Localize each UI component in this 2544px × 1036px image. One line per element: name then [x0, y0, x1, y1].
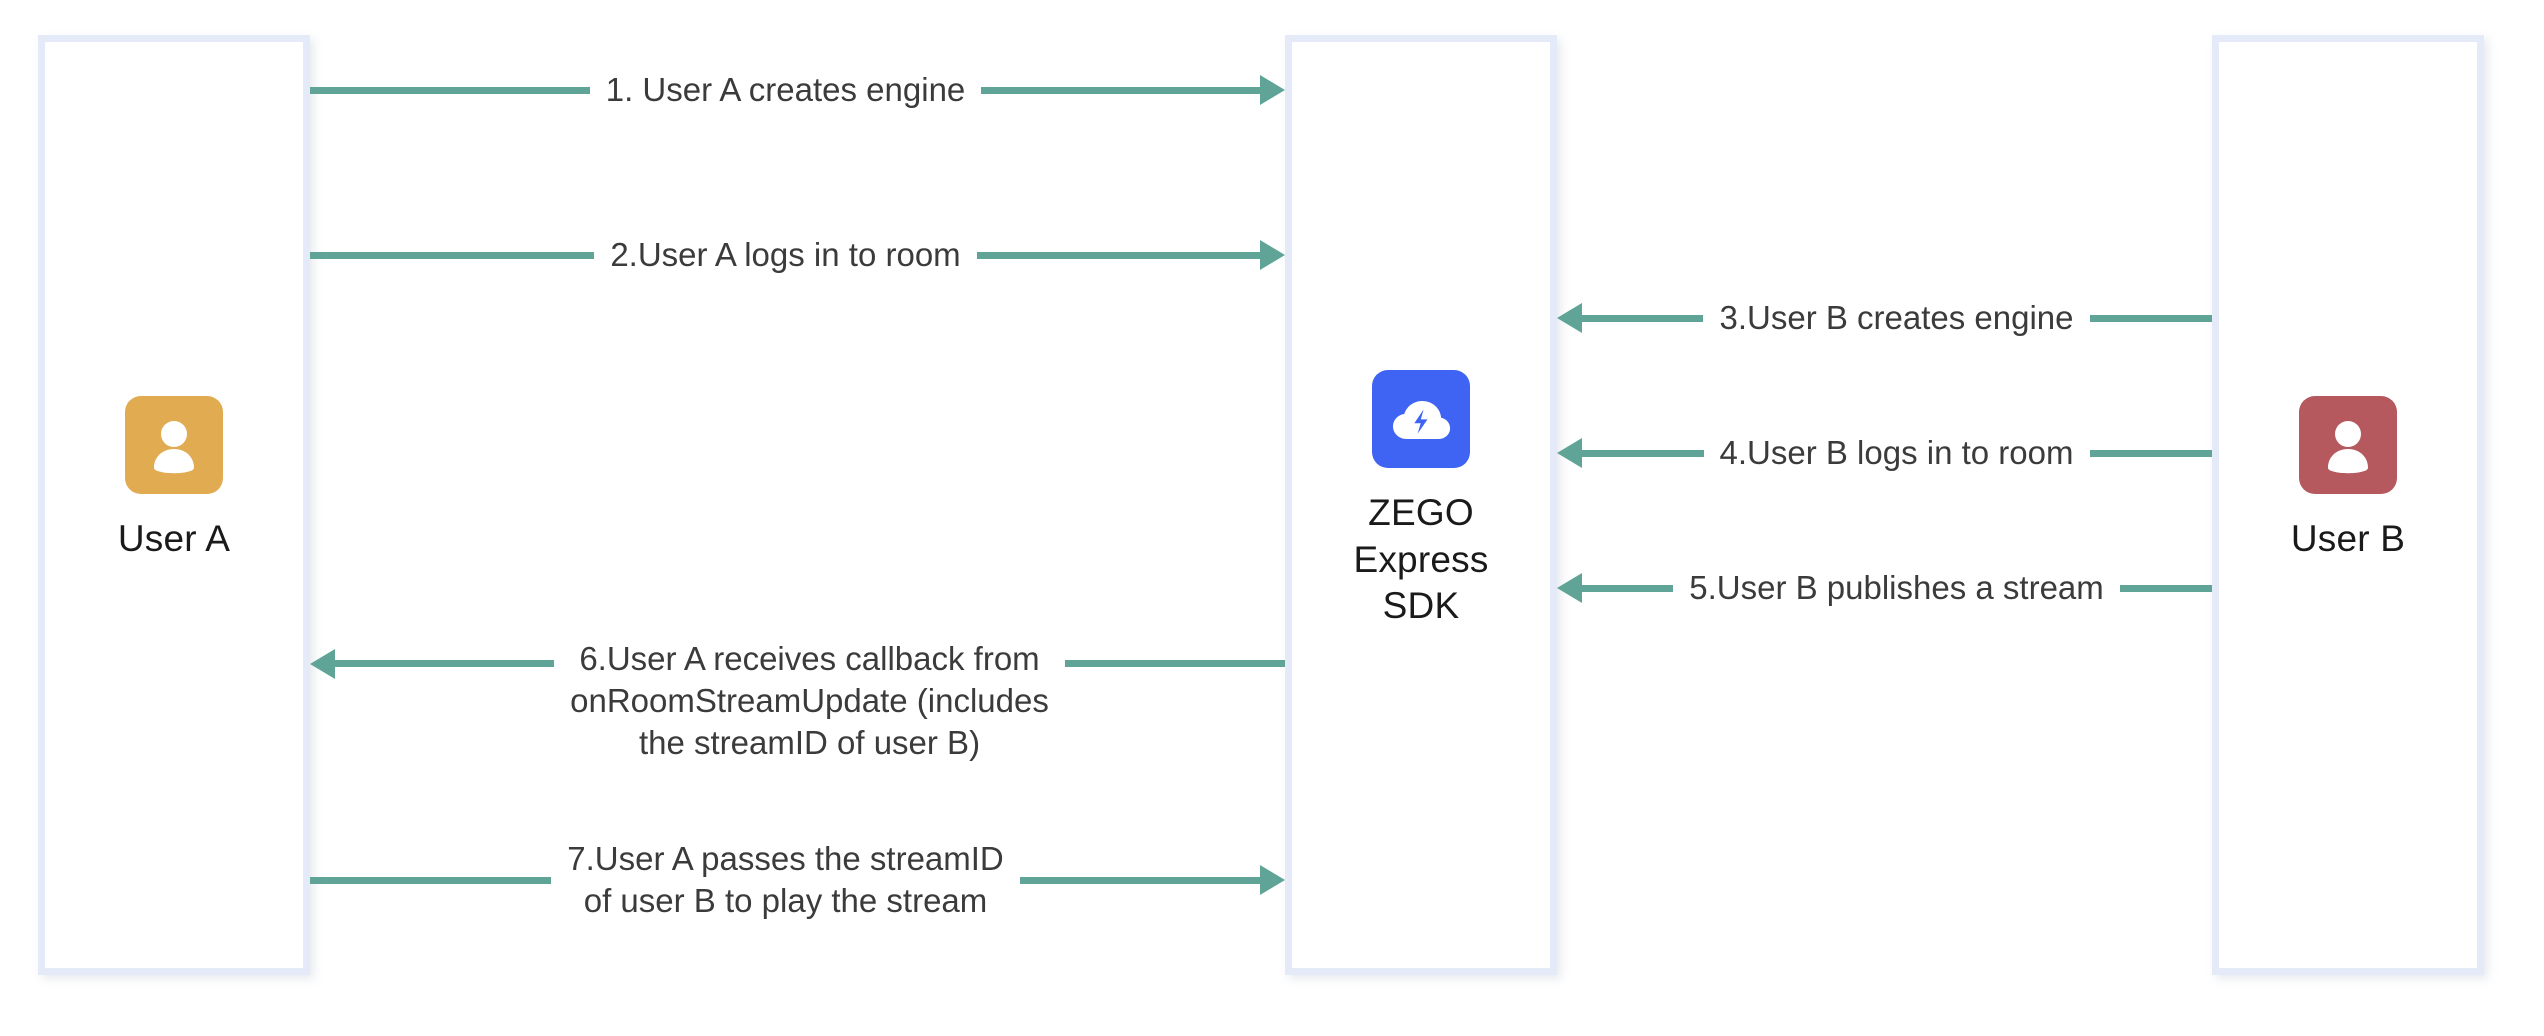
message-5-line-left	[1581, 584, 1674, 592]
message-6-line-left	[334, 660, 555, 667]
lifeline-zego-sdk	[1285, 35, 1557, 975]
message-3-line-right	[2089, 314, 2212, 322]
message-7-line-left	[310, 876, 552, 884]
actor-user-a: User A	[38, 396, 310, 563]
actor-user-b: User B	[2212, 396, 2484, 563]
actor-label-user-a: User A	[117, 518, 231, 559]
message-2-line-left	[310, 251, 595, 259]
message-6-line-right	[1064, 660, 1285, 667]
arrowhead-left-icon	[1557, 573, 1582, 603]
message-4-line-left	[1581, 449, 1704, 457]
message-5-label: 5.User B publishes a stream	[1689, 569, 2104, 607]
message-7-label: 7.User A passes the streamID of user B t…	[567, 840, 1004, 919]
zego-cloud-lightning-icon	[1372, 370, 1470, 468]
message-1-label: 1. User A creates engine	[605, 71, 966, 109]
message-1-line-left	[310, 86, 590, 94]
lifeline-user-a	[38, 35, 310, 975]
message-4-label: 4.User B logs in to room	[1719, 434, 2074, 472]
arrowhead-left-icon	[1557, 303, 1582, 333]
message-3-label: 3.User B creates engine	[1719, 299, 2074, 337]
message-6-label: 6.User A receives callback from onRoomSt…	[570, 640, 1049, 761]
arrowhead-left-icon	[1557, 438, 1582, 468]
message-4-line-right	[2089, 449, 2213, 457]
actor-label-user-b: User B	[2290, 518, 2406, 559]
lifeline-user-b	[2212, 35, 2484, 975]
message-7-line-right	[1019, 876, 1261, 884]
arrowhead-right-icon	[1260, 240, 1285, 270]
person-avatar-icon	[125, 396, 223, 494]
actor-label-zego-sdk: ZEGO Express SDK	[1353, 492, 1489, 627]
arrowhead-right-icon	[1260, 75, 1285, 105]
message-1-line-right	[981, 86, 1261, 94]
arrowhead-right-icon	[1260, 865, 1285, 895]
message-3-line-left	[1581, 314, 1704, 322]
person-avatar-icon	[2299, 396, 2397, 494]
message-2-line-right	[976, 251, 1261, 259]
arrowhead-left-icon	[310, 649, 335, 679]
message-5-line-right	[2119, 584, 2213, 592]
actor-zego-sdk: ZEGO Express SDK	[1285, 370, 1557, 630]
message-2-label: 2.User A logs in to room	[610, 236, 961, 274]
